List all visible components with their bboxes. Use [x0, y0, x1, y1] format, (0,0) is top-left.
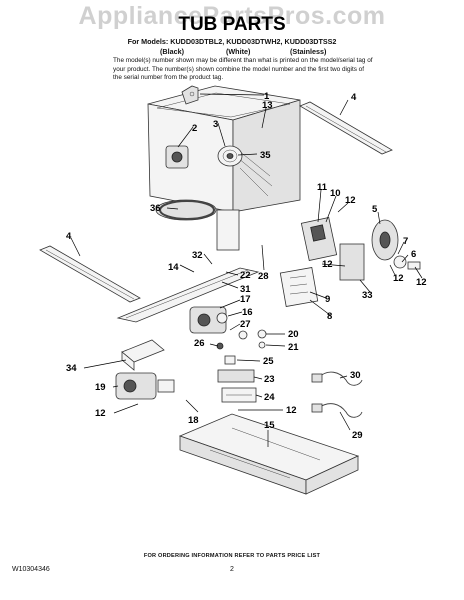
- part-4-rails-drawing: [39, 101, 393, 303]
- callout-23: 23: [264, 374, 275, 385]
- part-34-drawing: [121, 339, 165, 371]
- callout-1: 1: [264, 91, 270, 102]
- callout-10: 10: [330, 188, 341, 199]
- variant-stainless: (Stainless): [290, 47, 327, 56]
- callout-27: 27: [240, 319, 251, 330]
- callout-12-top: 12: [345, 195, 356, 206]
- callout-15: 15: [264, 420, 275, 431]
- callout-33: 33: [362, 290, 373, 301]
- callout-28: 28: [258, 271, 269, 282]
- callout-30: 30: [350, 370, 361, 381]
- callout-35: 35: [260, 150, 271, 161]
- models-line: For Models: KUDD03DTBL2, KUDD03DTWH2, KU…: [127, 37, 337, 46]
- callout-13: 13: [262, 100, 273, 111]
- callout-11: 11: [317, 182, 328, 193]
- ordering-info: FOR ORDERING INFORMATION REFER TO PARTS …: [143, 553, 321, 559]
- part-36-drawing: [159, 200, 215, 220]
- callout-8: 8: [327, 311, 332, 322]
- callout-24: 24: [264, 392, 275, 403]
- callout-14: 14: [168, 262, 179, 273]
- part-3-35-drawing: [217, 145, 243, 167]
- callout-7: 7: [403, 236, 408, 247]
- callout-16: 16: [242, 307, 253, 318]
- callout-31: 31: [240, 284, 251, 295]
- callout-20: 20: [288, 329, 299, 340]
- tub-drawing: [147, 85, 301, 251]
- leader-lines: [70, 93, 423, 447]
- callout-34: 34: [66, 363, 77, 374]
- page-number: 2: [230, 566, 234, 573]
- part-9-11-drawing: [279, 217, 338, 307]
- part-2-drawing: [165, 145, 189, 169]
- part-5-6-7-drawing: [339, 219, 421, 281]
- callout-26: 26: [194, 338, 205, 349]
- callout-5: 5: [372, 204, 378, 215]
- site-watermark: AppliancePartsPros.com: [78, 2, 386, 30]
- variant-white: (White): [226, 47, 251, 56]
- part-23-24-drawing: [217, 369, 257, 403]
- variant-black: (Black): [160, 47, 184, 56]
- page-title: TUB PARTS: [178, 14, 286, 35]
- part-15-drawing: [178, 413, 360, 495]
- callout-29: 29: [352, 430, 363, 441]
- callout-12-mid: 12: [393, 273, 404, 284]
- callout-9: 9: [325, 294, 330, 305]
- part-29-30-drawing: [311, 371, 363, 418]
- callout-12-right: 12: [416, 277, 427, 288]
- callout-25: 25: [263, 356, 274, 367]
- callout-17: 17: [240, 294, 251, 305]
- callout-4-left: 4: [66, 231, 72, 242]
- callout-19: 19: [95, 382, 106, 393]
- callout-12-bottom: 12: [286, 405, 297, 416]
- callout-32: 32: [192, 250, 203, 261]
- document-number: W10304346: [12, 566, 50, 573]
- callout-36: 36: [150, 203, 161, 214]
- callout-3: 3: [213, 119, 218, 130]
- callout-2: 2: [192, 123, 197, 134]
- model-notice: The model(s) number shown may be differe…: [113, 57, 373, 82]
- part-16-17-drawing: [189, 306, 228, 334]
- callout-18: 18: [188, 415, 199, 426]
- callout-21: 21: [288, 342, 299, 353]
- callout-6: 6: [411, 249, 416, 260]
- callout-12-left: 12: [95, 408, 106, 419]
- callout-12-center: 12: [322, 259, 333, 270]
- callout-labels: 1 13 2 3 35 4 36 4 11 10 12 5 7 6 12 12 …: [66, 91, 427, 441]
- part-14-drawing: [116, 267, 260, 323]
- small-parts-drawing: [216, 329, 267, 365]
- callout-22: 22: [240, 270, 251, 281]
- callout-4-top: 4: [351, 92, 357, 103]
- part-19-drawing: [115, 372, 175, 400]
